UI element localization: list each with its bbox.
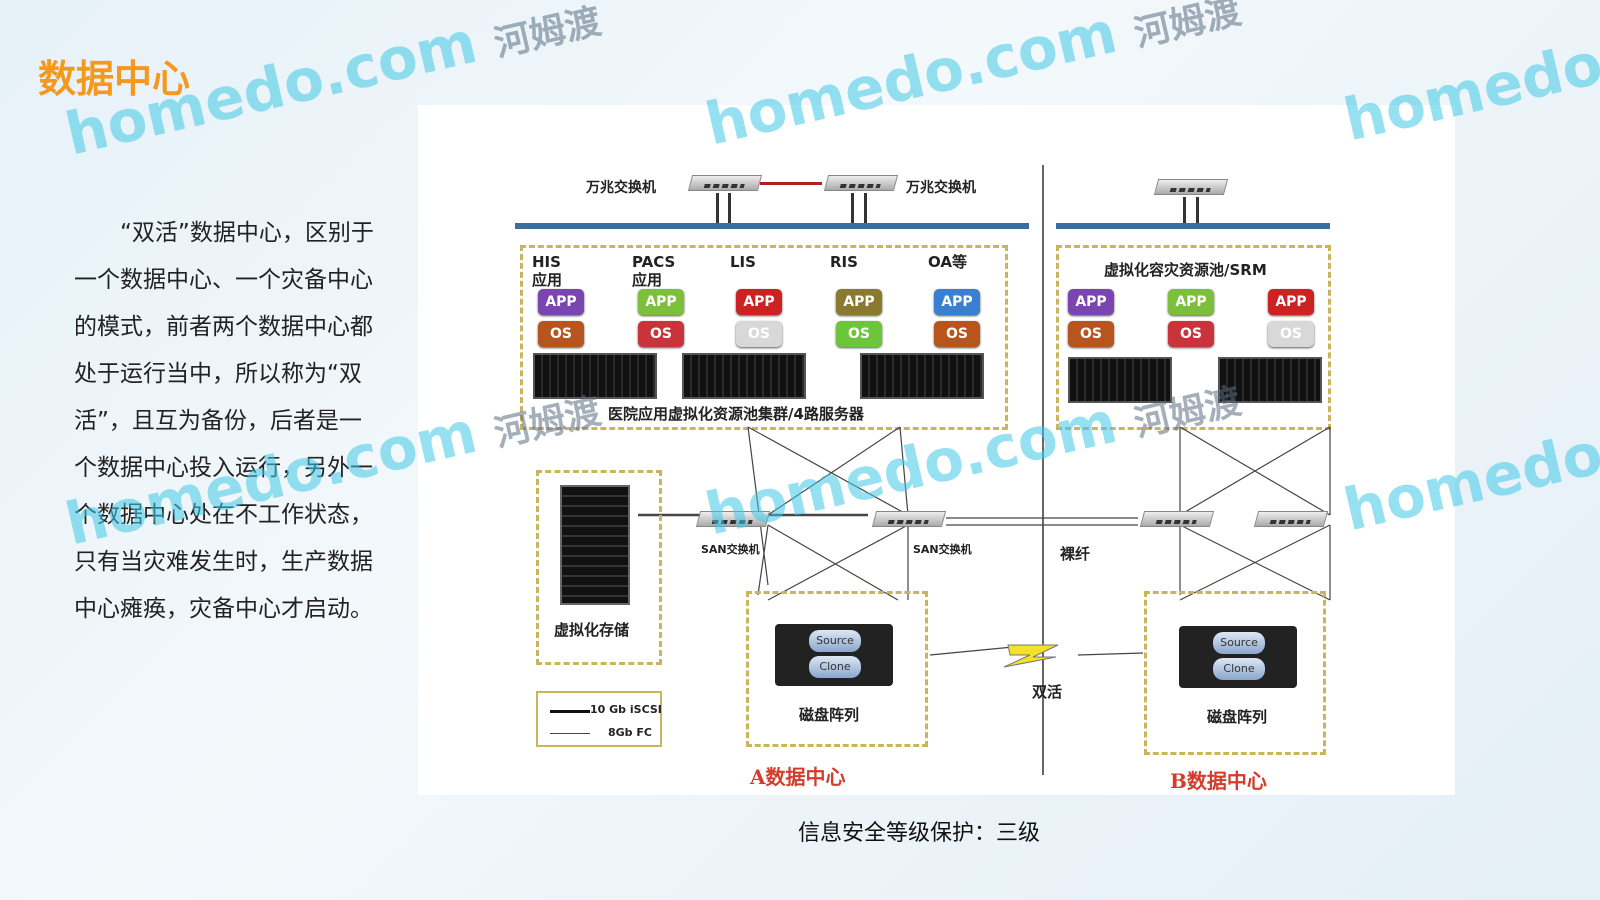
san-switch-label: SAN交换机 (701, 543, 760, 556)
disk-array-icon: Source Clone (775, 624, 893, 686)
san-switch-icon (695, 511, 771, 527)
source-disk: Source (1213, 632, 1265, 654)
disk-array-b-box: Source Clone 磁盘阵列 (1144, 591, 1326, 755)
cluster-b-box (1056, 245, 1331, 430)
os-chip: OS (638, 321, 684, 347)
legend-iscsi: 10 Gb iSCSI (590, 703, 662, 716)
server-icon (860, 353, 984, 399)
app-chip: APP (1168, 289, 1214, 315)
san-switch-icon (871, 511, 947, 527)
app-chip: APP (934, 289, 980, 315)
disk-array-a-label: 磁盘阵列 (799, 706, 860, 724)
slide-title: 数据中心 (38, 57, 191, 101)
network-bus-b (1056, 223, 1330, 229)
virtual-storage-label: 虚拟化存储 (554, 621, 630, 639)
os-chip: OS (736, 321, 782, 347)
os-chip: OS (836, 321, 882, 347)
lightning-icon (1003, 644, 1059, 668)
virtual-storage-box (536, 470, 662, 665)
b-pool-label: 虚拟化容灾资源池/SRM (1104, 261, 1267, 279)
disk-array-b-label: 磁盘阵列 (1207, 708, 1268, 726)
os-chip: OS (1268, 321, 1314, 347)
switch-label-left: 万兆交换机 (586, 180, 656, 196)
app-name-label: RIS (830, 253, 858, 271)
app-chip: APP (1268, 289, 1314, 315)
slide-body-text: “双活”数据中心，区别于一个数据中心、一个灾备中心的模式，前者两个数据中心都处于… (74, 220, 374, 622)
network-bus-a (515, 223, 1029, 229)
clone-disk: Clone (809, 656, 861, 678)
app-chip: APP (736, 289, 782, 315)
os-chip: OS (538, 321, 584, 347)
server-icon (533, 353, 657, 399)
legend: 10 Gb iSCSI 8Gb FC (536, 691, 662, 747)
server-icon (1218, 357, 1322, 403)
site-divider (1042, 165, 1044, 775)
os-chip: OS (1068, 321, 1114, 347)
fiber-label: 裸纤 (1060, 545, 1091, 563)
datacenter-a-label: A数据中心 (750, 765, 846, 789)
app-chip: APP (1068, 289, 1114, 315)
cluster-a-box (520, 245, 1008, 430)
active-active-label: 双活 (1032, 683, 1063, 701)
server-icon (682, 353, 806, 399)
os-chip: OS (934, 321, 980, 347)
app-name-label: OA等 (928, 253, 967, 271)
clone-disk: Clone (1213, 658, 1265, 680)
security-level-caption: 信息安全等级保护：三级 (798, 821, 1041, 846)
datacenter-b-label: B数据中心 (1170, 769, 1267, 793)
cluster-label: 医院应用虚拟化资源池集群/4路服务器 (608, 405, 864, 423)
server-icon (1068, 357, 1172, 403)
san-switch-icon (1253, 511, 1329, 527)
app-name-label: HIS 应用 (532, 253, 563, 289)
disk-array-icon: Source Clone (1179, 626, 1297, 688)
app-chip: APP (638, 289, 684, 315)
switch-label-right: 万兆交换机 (906, 180, 976, 196)
app-chip: APP (538, 289, 584, 315)
disk-array-a-box: Source Clone 磁盘阵列 (746, 591, 928, 747)
storage-rack-icon (560, 485, 630, 605)
app-name-label: PACS 应用 (632, 253, 676, 289)
legend-fc: 8Gb FC (608, 726, 652, 739)
os-chip: OS (1168, 321, 1214, 347)
app-name-label: LIS (730, 253, 756, 271)
san-switch-label: SAN交换机 (913, 543, 972, 556)
switch-link (760, 182, 822, 185)
app-chip: APP (836, 289, 882, 315)
source-disk: Source (809, 630, 861, 652)
san-switch-icon (1139, 511, 1215, 527)
